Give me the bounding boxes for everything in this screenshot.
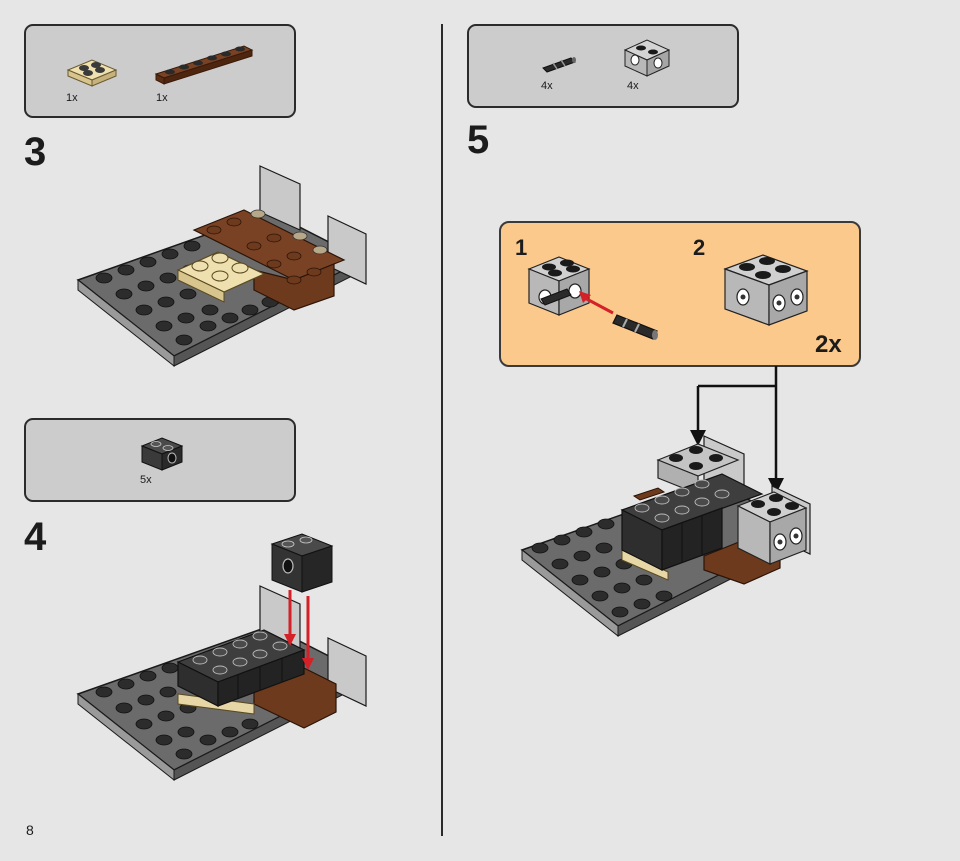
connector-pin-icon [542,57,576,73]
part-qty: 5x [140,474,152,486]
step-3-model-illustration [76,165,367,368]
step-number: 5 [467,118,490,162]
gray-technic-brick-icon [623,39,671,77]
part-qty: 4x [627,80,639,92]
substep-number: 2 [693,235,706,260]
step-4-model-illustration [76,533,367,782]
callout-pointer-arrows [690,366,784,494]
parts-list-step-4: 5x [24,418,296,502]
substep-1-illustration [527,256,658,340]
part-qty: 1x [156,92,168,104]
part-qty: 1x [66,92,78,104]
substep-number: 1 [515,235,528,260]
substep-2-illustration [723,254,809,326]
sub-assembly-multiplier: 2x [815,331,842,358]
parts-list-step-3: 1x 1x [24,24,296,118]
column-divider [441,24,443,836]
tan-plate-2x2-icon [66,59,118,87]
step-5-model-illustration [520,435,811,638]
brown-plate-1x6-icon [154,45,254,85]
parts-list-step-5: 4x 4x [467,24,739,108]
step-number: 3 [24,130,47,174]
black-technic-brick-icon [140,437,184,471]
part-qty: 4x [541,80,553,92]
step-number: 4 [24,515,47,559]
page-number: 8 [26,822,34,838]
sub-assembly-callout: 1 2 2x [499,221,861,367]
